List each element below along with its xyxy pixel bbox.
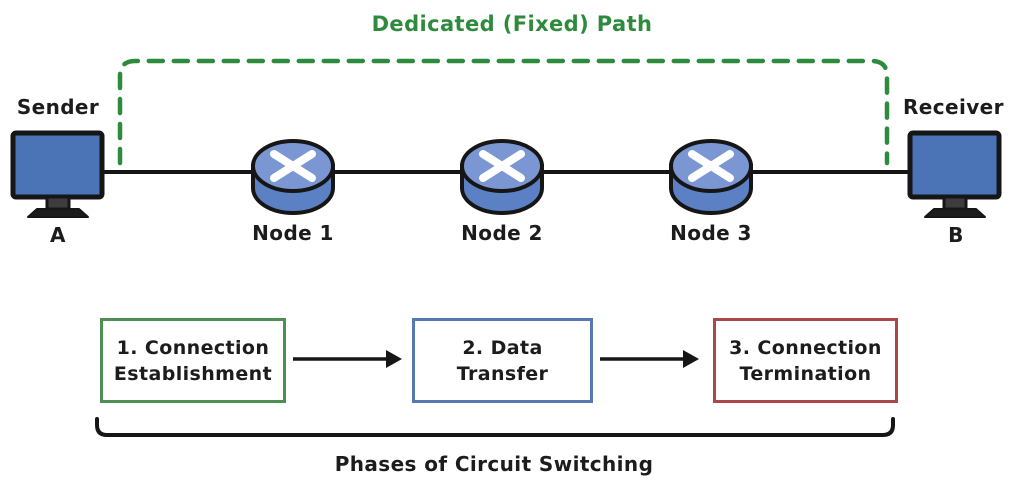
receiver-id-label: B xyxy=(948,223,964,247)
phase-box-connection-establishment: 1. Connection Establishment xyxy=(100,318,286,403)
phase-line: Transfer xyxy=(456,362,549,385)
phases-bracket xyxy=(95,417,895,437)
phase-line: 3. Connection xyxy=(729,336,882,359)
dedicated-path-dashed-line xyxy=(117,58,890,166)
diagram-title: Dedicated (Fixed) Path xyxy=(371,12,653,36)
arrow-icon xyxy=(293,350,402,368)
node-1-label: Node 1 xyxy=(252,221,334,245)
receiver-computer-icon xyxy=(907,130,1002,218)
router-node-2-icon xyxy=(460,139,544,215)
arrow-icon xyxy=(600,350,699,368)
phase-line: 2. Data xyxy=(462,336,543,359)
phase-box-connection-termination: 3. Connection Termination xyxy=(713,318,898,403)
phase-line: 1. Connection xyxy=(116,336,270,359)
sender-label: Sender xyxy=(16,95,100,119)
sender-id-label: A xyxy=(50,223,66,247)
node-2-label: Node 2 xyxy=(461,221,543,245)
sender-computer-icon xyxy=(10,130,105,218)
diagram-caption: Phases of Circuit Switching xyxy=(334,452,654,476)
phase-box-data-transfer: 2. Data Transfer xyxy=(412,318,593,403)
router-node-3-icon xyxy=(669,139,753,215)
phase-line: Termination xyxy=(739,362,872,385)
receiver-label: Receiver xyxy=(903,95,1004,119)
router-node-1-icon xyxy=(251,139,335,215)
phase-line: Establishment xyxy=(113,362,273,385)
node-3-label: Node 3 xyxy=(670,221,752,245)
